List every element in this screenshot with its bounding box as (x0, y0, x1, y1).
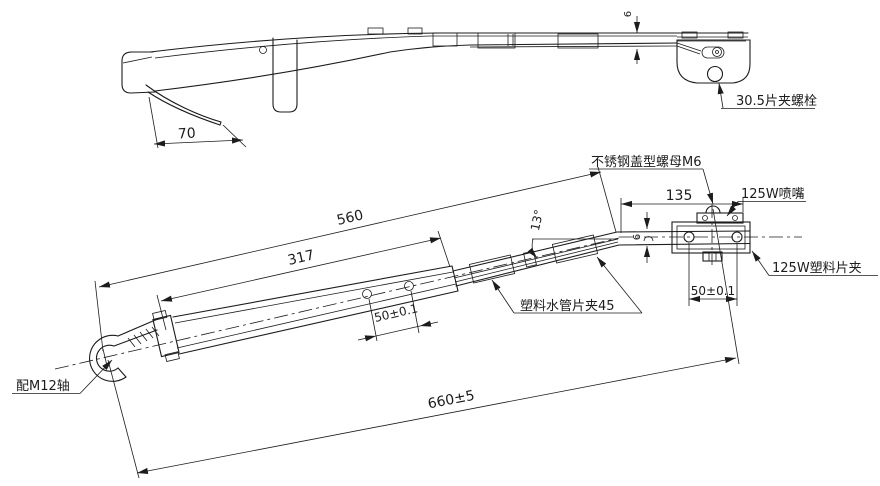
pivot-hole (259, 46, 267, 54)
label-shaft: 配M12轴 (12, 359, 113, 394)
dim-135-text: 135 (666, 188, 693, 204)
dim-70: 70 (148, 96, 247, 149)
dim-560: 560 (94, 166, 617, 352)
dim-70-text: 70 (177, 126, 196, 143)
dim-317: 317 (156, 230, 451, 331)
label-cap-nut: 不锈钢盖型螺母M6 (589, 155, 714, 205)
collar-clamp (152, 310, 180, 362)
label-water-tube-clip-text: 塑料水管片夹45 (520, 299, 615, 314)
dim-660-text: 660±5 (426, 388, 476, 413)
label-clip-bolt-text: 30.5片夹螺栓 (736, 94, 817, 109)
label-cap-nut-text: 不锈钢盖型螺母M6 (591, 155, 702, 170)
spring-hook-curve (145, 84, 222, 126)
nozzle (696, 205, 744, 224)
dim-50-block-text: 50±0.1 (691, 284, 735, 298)
end-assembly (616, 205, 751, 262)
dim-6-top: 6 (623, 11, 641, 64)
label-plastic-clip: 125W塑料片夹 (751, 250, 878, 276)
dim-6-rod-text: 6 (632, 234, 643, 240)
dim-50-block: 50±0.1 (688, 243, 738, 306)
dim-317-text: 317 (286, 247, 316, 269)
blade-clip-bracket (676, 31, 751, 84)
dim-angle-13: 13° (527, 208, 618, 259)
arm-hole (404, 281, 414, 291)
block-hole (731, 231, 743, 243)
dim-135: 135 (620, 188, 744, 233)
plastic-clip-block (671, 221, 751, 254)
tube-clip-side (432, 32, 458, 47)
label-clip-bolt: 30.5片夹螺栓 (717, 82, 817, 109)
dim-angle-13-text: 13° (528, 208, 546, 232)
arm-hole (362, 289, 372, 299)
hex-nut (702, 251, 723, 262)
clip-bolt-hole (706, 65, 724, 83)
top-view: 70 6 30.5片夹螺栓 (121, 11, 817, 149)
crimp-hatch (127, 326, 160, 348)
dim-6-top-text: 6 (623, 11, 634, 17)
dim-660: 660±5 (107, 208, 740, 479)
pivot-head (121, 51, 156, 94)
bend-sleeve (643, 236, 654, 242)
top-tab (367, 27, 384, 35)
label-plastic-clip-text: 125W塑料片夹 (772, 261, 862, 276)
tube-clip-side (557, 33, 599, 49)
slot-bolt (712, 47, 722, 57)
label-shaft-text: 配M12轴 (16, 379, 70, 394)
main-view: 560 317 50±0.1 660±5 135 (12, 155, 878, 479)
label-nozzle: 125W喷嘴 (726, 187, 806, 217)
outer-rod (452, 231, 620, 287)
dim-6-rod: 6 (632, 212, 651, 263)
bracket-slot (701, 46, 725, 59)
top-tab (407, 27, 423, 35)
riser-link (272, 37, 298, 113)
tube-clip-side (477, 32, 516, 49)
arm-profile (149, 27, 749, 113)
label-nozzle-text: 125W喷嘴 (741, 187, 805, 202)
label-water-tube-clip: 塑料水管片夹45 (491, 256, 643, 314)
dim-560-text: 560 (335, 207, 365, 229)
block-hole (683, 231, 695, 243)
